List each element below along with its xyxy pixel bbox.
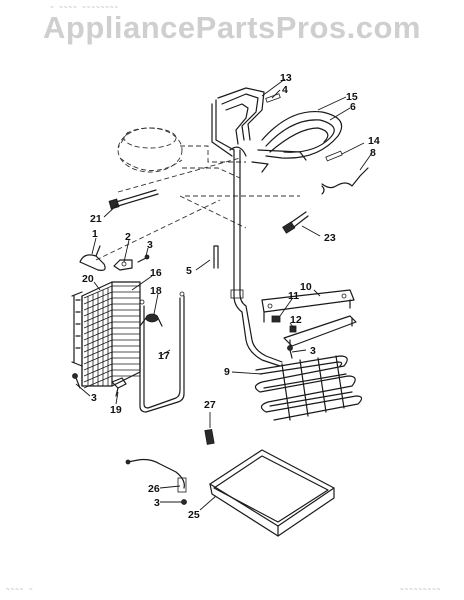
callout-13: 13 [280, 72, 292, 84]
callout-16: 16 [150, 267, 162, 279]
part-3-screw-left [72, 373, 81, 389]
callout-3d: 3 [154, 497, 160, 509]
callout-2: 2 [125, 231, 131, 243]
compressor-outline [117, 127, 246, 179]
callout-25: 25 [188, 509, 200, 521]
cabinet-guide-lines [95, 157, 300, 261]
callout-14: 14 [368, 135, 380, 147]
footer-scrawl-right: ~~~~~~~~~ [400, 586, 442, 593]
part-3-screw-bottom [181, 499, 187, 505]
part-5-rod [213, 245, 219, 269]
callout-20: 20 [82, 273, 94, 285]
callout-6: 6 [350, 101, 356, 113]
callout-labels: 13 4 15 6 14 8 21 23 1 2 3 5 20 16 18 10… [82, 72, 380, 521]
part-3-screw-right [287, 345, 293, 359]
part-8-wire [321, 167, 369, 195]
part-19-clip [111, 377, 127, 397]
header-scrawl: ~ ~~~~ ~~~~~~~~ [50, 4, 120, 11]
callout-5: 5 [186, 265, 192, 277]
callout-27: 27 [204, 399, 216, 411]
callout-8: 8 [370, 147, 376, 159]
part-23-screw [282, 211, 309, 234]
callout-1: 1 [92, 228, 98, 240]
callout-4: 4 [282, 84, 288, 96]
callout-15: 15 [346, 91, 358, 103]
callout-3c: 3 [91, 392, 97, 404]
part-17-heater [139, 291, 185, 413]
part-9-drain-heater [254, 355, 363, 421]
part-2-bracket [113, 254, 150, 271]
evaporator-coil [71, 281, 141, 389]
part-25-drain-pan [209, 449, 335, 537]
coil-fins [83, 285, 140, 389]
footer-scrawl-left: ~~~~ ~ [6, 586, 34, 593]
part-27-spacer [204, 428, 215, 445]
part-1-clip [79, 245, 106, 271]
callout-3a: 3 [147, 239, 153, 251]
part-4-pin [265, 93, 281, 103]
callout-18: 18 [150, 285, 162, 297]
drain-lines [230, 149, 283, 367]
part-26-wire [125, 458, 187, 493]
watermark-text: AppliancePartsPros.com [43, 10, 421, 45]
callout-3b: 3 [310, 345, 316, 357]
callout-11: 11 [288, 290, 299, 302]
callout-9: 9 [224, 366, 230, 378]
part-14-tube [325, 150, 343, 162]
callout-10: 10 [300, 281, 312, 293]
callout-19: 19 [110, 404, 122, 416]
part-18-thermostat [139, 313, 163, 327]
part-12-clip [289, 325, 297, 333]
callout-26: 26 [148, 483, 160, 495]
tubing-assembly [211, 87, 343, 173]
callout-21: 21 [90, 213, 102, 225]
callout-17: 17 [158, 350, 170, 362]
part-11-clip [271, 315, 281, 323]
callout-12: 12 [290, 314, 302, 326]
callout-23: 23 [324, 232, 336, 244]
leader-lines [75, 78, 373, 511]
part-21-screw [108, 189, 159, 210]
